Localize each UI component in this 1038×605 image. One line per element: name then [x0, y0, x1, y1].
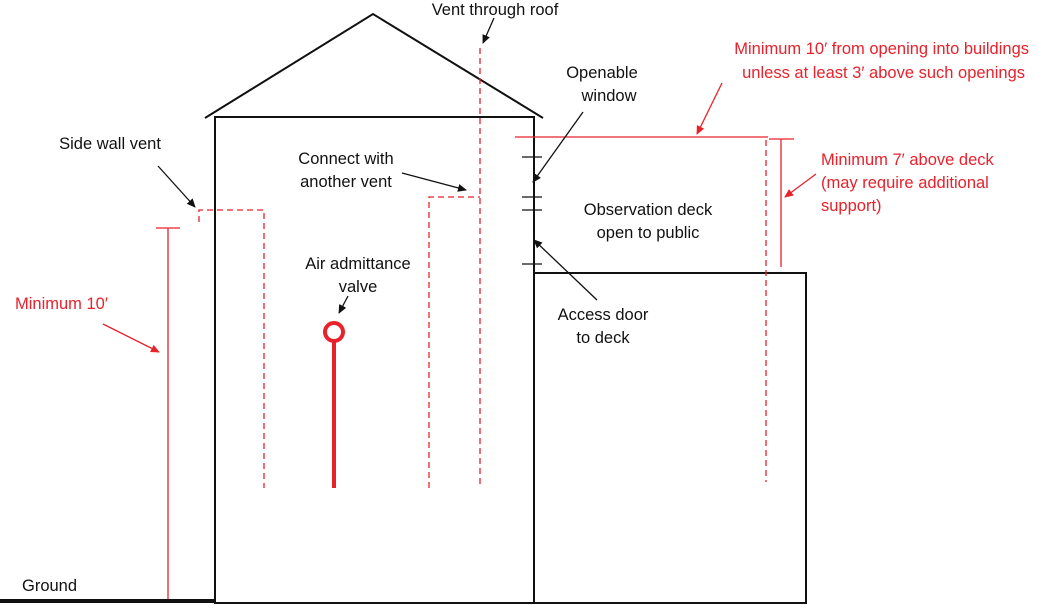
vent-through-roof-label: Vent through roof: [432, 1, 559, 19]
side-wall-vent-arrow: [157, 165, 196, 208]
air-admittance-arrow: [338, 295, 349, 314]
min-10-opening-label-line1: Minimum 10′ from opening into buildings: [734, 40, 1029, 58]
ground-label: Ground: [22, 577, 77, 595]
min-7-deck-label-line3: support): [821, 197, 882, 215]
min-7-deck-arrow: [784, 173, 817, 198]
openable-window-arrow: [532, 111, 584, 183]
vent-through-roof-arrow: [482, 17, 495, 44]
observation-deck-structure: [533, 272, 807, 604]
building: [204, 12, 807, 604]
observation-deck-label-line1: Observation deck: [584, 201, 713, 219]
building-roof: [204, 12, 544, 119]
access-door-label-line1: Access door: [558, 306, 649, 324]
connect-vent-label-line2: another vent: [300, 173, 392, 191]
side-wall-vent-pipe: [198, 209, 265, 488]
air-admittance-label-line1: Air admittance: [305, 255, 410, 273]
minimum-10-label: Minimum 10′: [15, 295, 108, 313]
min-10-opening-label-line2: unless at least 3′ above such openings: [742, 64, 1025, 82]
dimension-minimum-7: [769, 138, 794, 267]
side-wall-vent-label: Side wall vent: [59, 135, 161, 153]
air-admittance-valve: [323, 321, 345, 343]
connect-vent-arrow: [401, 172, 467, 192]
access-door-label-line2: to deck: [576, 329, 630, 347]
observation-deck-label-line2: open to public: [597, 224, 700, 242]
openable-window-label-line2: window: [580, 87, 636, 105]
openable-window-label-line1: Openable: [566, 64, 638, 82]
dimension-minimum-10: [156, 227, 180, 599]
labels: Vent through roof Minimum 10′ from openi…: [15, 1, 1029, 595]
leader-arrows: [102, 17, 817, 353]
air-admittance-label-line2: valve: [339, 278, 378, 296]
connect-vent-label-line1: Connect with: [298, 150, 393, 168]
connecting-vent-pipe: [428, 196, 480, 488]
min-7-deck-label-line2: (may require additional: [821, 174, 989, 192]
min-10-opening-arrow: [696, 82, 723, 135]
minimum-10-arrow: [102, 323, 160, 353]
access-door-arrow: [533, 239, 598, 301]
min-7-deck-label-line1: Minimum 7′ above deck: [821, 151, 995, 169]
vent-piping: [198, 48, 768, 488]
